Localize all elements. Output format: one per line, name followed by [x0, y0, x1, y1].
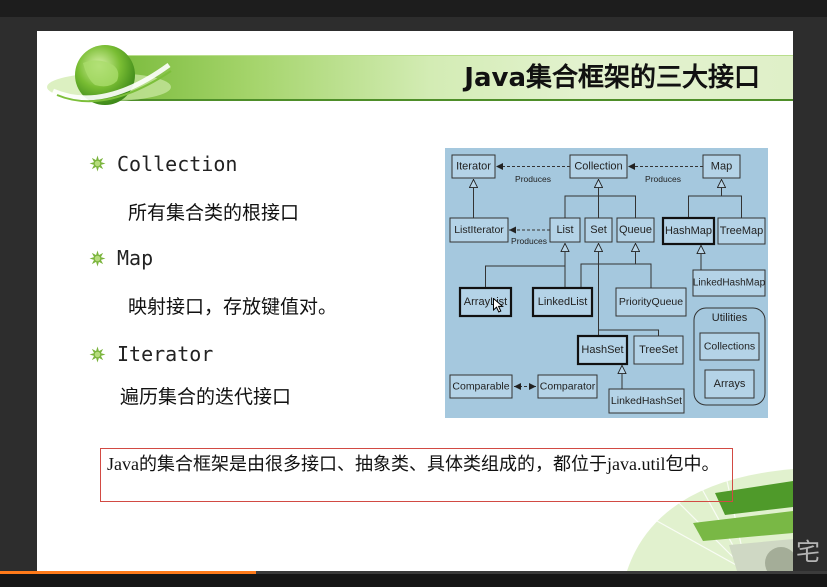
edge-queue-bus — [580, 263, 652, 288]
node-label-arrays: Arrays — [714, 378, 746, 390]
node-box-priorityqueue — [615, 287, 687, 317]
node-label-map: Map — [711, 161, 732, 173]
node-label-linkedhashmap: LinkedHashMap — [693, 278, 766, 289]
progress-fill — [0, 571, 257, 574]
edge-arraylist-list — [485, 265, 565, 288]
mouse-cursor-icon — [493, 298, 504, 313]
node-box-linkedhashmap — [692, 269, 766, 297]
edge-map-bus — [688, 195, 742, 218]
node-box-map — [702, 154, 741, 179]
utilities-group-label: Utilities — [712, 312, 748, 324]
bullet-desc-iterator: 遍历集合的迭代接口 — [120, 386, 292, 408]
node-label-iterator: Iterator — [456, 161, 491, 173]
node-box-hashset — [576, 334, 629, 366]
deco-green-panel — [693, 511, 793, 541]
progress-bar[interactable] — [0, 571, 827, 574]
diagram-edges — [474, 163, 742, 390]
watermark-logo-text: 宅 — [796, 538, 820, 566]
green-flower-bullet-icon — [89, 250, 106, 267]
node-label-list: List — [556, 224, 573, 236]
slide-title: Java集合框架的三大接口 — [464, 63, 760, 93]
deco-circle-icon — [765, 547, 793, 571]
node-label-hashset: HashSet — [581, 344, 623, 356]
utilities-group: Utilities — [693, 307, 766, 406]
node-label-comparable: Comparable — [452, 381, 509, 393]
node-label-hashmap: HashMap — [665, 225, 712, 237]
edge-label-produces: Produces — [511, 236, 547, 246]
node-label-linkedlist: LinkedList — [538, 296, 588, 308]
node-box-collections — [699, 332, 760, 361]
node-box-treeset — [633, 335, 684, 365]
corner-decoration — [627, 469, 793, 571]
node-box-linkedlist — [531, 286, 594, 318]
node-label-treeset: TreeSet — [639, 344, 678, 356]
bullet-heading-collection: Collection — [117, 152, 238, 176]
bullet-desc-collection: 所有集合类的根接口 — [128, 202, 300, 224]
green-globe-logo — [47, 45, 172, 105]
player-control-bar — [0, 571, 827, 587]
node-box-set — [584, 217, 613, 243]
player-top-bar — [0, 0, 827, 17]
node-box-treemap — [717, 217, 766, 245]
node-box-linkedhashset — [608, 388, 685, 414]
video-frame-slide[interactable]: Java集合框架的三大接口 Collection 所有集合类的根接口 Map 映… — [37, 31, 793, 571]
slide-header-band — [95, 55, 793, 101]
node-label-treemap: TreeMap — [720, 225, 764, 237]
node-label-collections: Collections — [704, 341, 755, 353]
node-box-list — [549, 217, 581, 243]
bullet-heading-iterator: Iterator — [117, 342, 214, 366]
node-box-arraylist — [458, 286, 513, 318]
edge-label-produces: Produces — [515, 174, 551, 184]
utilities-group-box — [693, 307, 766, 406]
summary-note-box: Java的集合框架是由很多接口、抽象类、具体类组成的，都位于java.util包… — [100, 448, 733, 502]
edge-set-bus — [598, 329, 659, 336]
node-box-queue — [616, 217, 655, 243]
green-flower-bullet-icon — [89, 346, 106, 363]
node-label-collection: Collection — [574, 161, 622, 173]
node-box-iterator — [451, 154, 496, 179]
bullet-desc-map: 映射接口，存放键值对。 — [128, 296, 338, 318]
collection-framework-diagram: Produces Produces Produces Utilities — [445, 148, 768, 418]
node-box-hashmap — [661, 216, 716, 246]
bullet-heading-map: Map — [117, 246, 154, 270]
node-label-priorityqueue: PriorityQueue — [619, 296, 683, 308]
diagram-node-labels: Iterator Collection Map ListIterator Lis… — [452, 161, 765, 408]
edge-collection-bus — [564, 195, 636, 218]
node-box-comparator — [537, 374, 598, 399]
deco-dark-panel — [715, 481, 793, 515]
node-label-comparator: Comparator — [540, 381, 596, 393]
diagram-node-boxes — [449, 154, 766, 414]
node-label-set: Set — [590, 224, 607, 236]
green-flower-bullet-icon — [89, 155, 106, 172]
node-label-linkedhashset: LinkedHashSet — [611, 395, 682, 407]
node-box-collection — [569, 154, 628, 179]
node-box-comparable — [449, 374, 513, 399]
node-label-queue: Queue — [619, 224, 652, 236]
node-label-listiterator: ListIterator — [454, 224, 504, 236]
node-box-listiterator — [449, 217, 509, 243]
node-box-arrays — [704, 369, 755, 399]
edge-label-produces: Produces — [645, 174, 681, 184]
